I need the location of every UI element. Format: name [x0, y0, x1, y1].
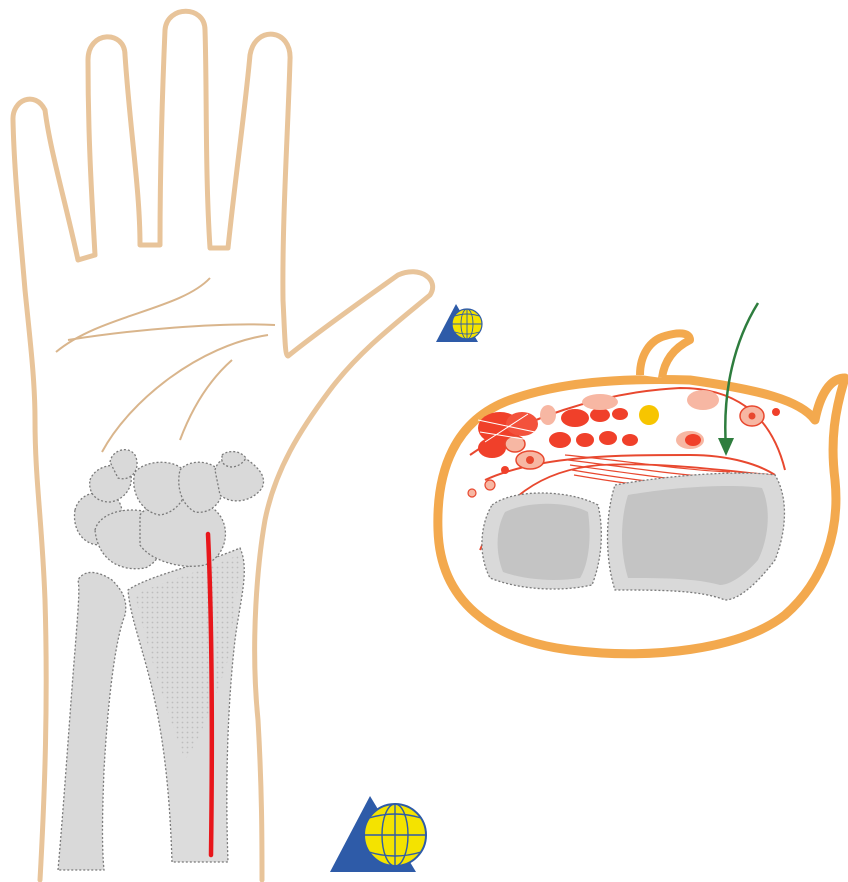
- hand-palmar-view: [13, 11, 433, 880]
- palm-crease-distal: [56, 278, 210, 352]
- thenar-crease: [102, 335, 268, 452]
- cross-section-bone-right-inner: [622, 486, 768, 585]
- cross-section-bone-left-inner: [498, 504, 590, 580]
- wrist-cross-section: [438, 303, 845, 654]
- cross-section-skin-notch: [640, 333, 690, 378]
- ulna-bone: [58, 572, 126, 870]
- thenar-crease-inner: [180, 360, 232, 440]
- median-nerve: [639, 405, 659, 425]
- globe-triangle-logo-large: [330, 796, 426, 872]
- globe-triangle-logo-small: [436, 304, 482, 342]
